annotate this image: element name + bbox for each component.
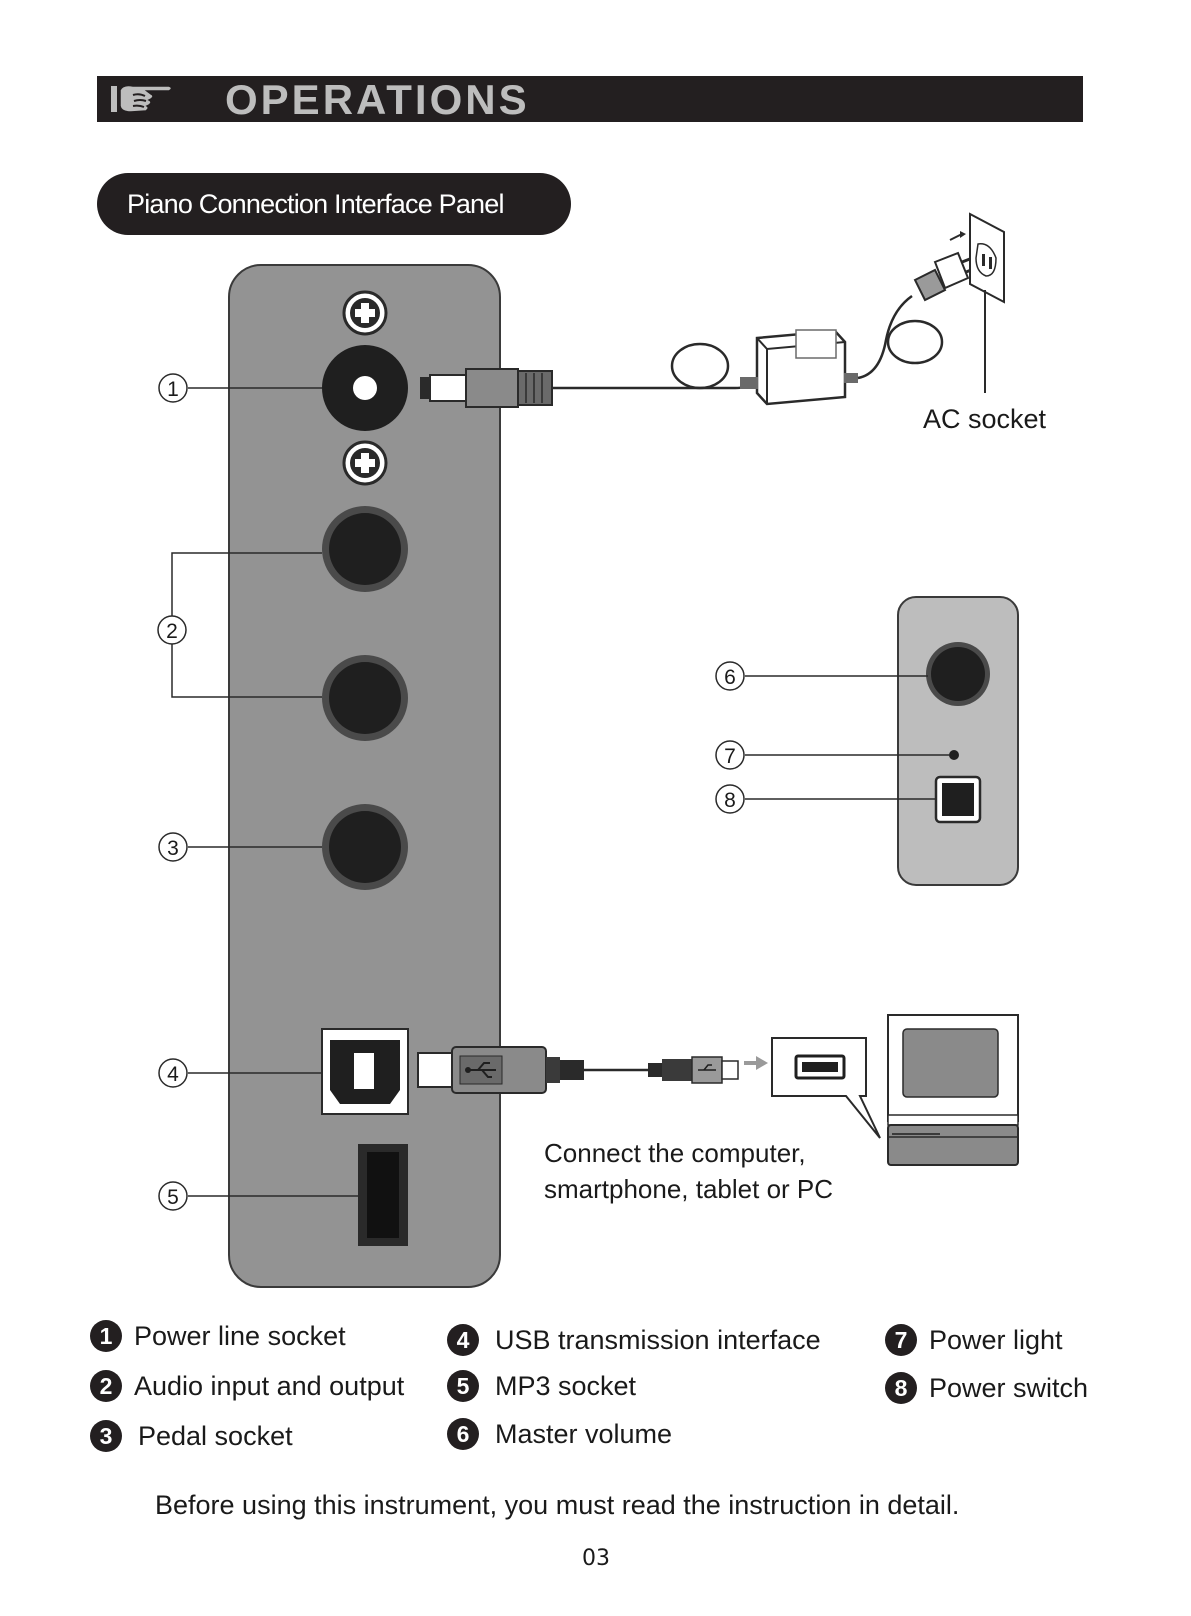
top-screw-icon <box>342 290 388 336</box>
svg-text:1: 1 <box>167 378 179 401</box>
audio-socket-lower <box>322 655 408 741</box>
callout-7: 7 <box>715 740 745 770</box>
power-light <box>949 750 959 760</box>
legend-number-badge: 8 <box>885 1372 917 1404</box>
pointing-hand-icon <box>111 84 173 113</box>
usb-a-plug <box>648 1056 739 1084</box>
legend-item: 3 Pedal socket <box>90 1418 293 1454</box>
side-panel-leader-lines <box>745 675 950 800</box>
legend-label: USB transmission interface <box>495 1324 821 1355</box>
legend-label: Power switch <box>929 1372 1089 1403</box>
legend-number-badge: 2 <box>90 1370 122 1402</box>
legend-number-badge: 5 <box>447 1370 479 1402</box>
svg-text:8: 8 <box>724 789 736 812</box>
legend-label: MP3 socket <box>495 1370 637 1401</box>
bottom-screw-icon <box>342 440 388 486</box>
callout-6: 6 <box>715 661 745 691</box>
instruction-note: Before using this instrument, you must r… <box>155 1490 960 1520</box>
page-number: 03 <box>582 1546 610 1571</box>
dc-power-plug <box>420 368 553 408</box>
svg-text:5: 5 <box>167 1186 179 1209</box>
svg-text:3: 3 <box>167 837 179 860</box>
section-title: Piano Connection Interface Panel <box>127 189 504 219</box>
power-switch <box>934 775 982 824</box>
svg-text:4: 4 <box>167 1063 179 1086</box>
legend-item: 2 Audio input and output <box>90 1368 404 1404</box>
legend-item: 6 Master volume <box>447 1416 672 1452</box>
wall-plug-icon <box>913 251 980 302</box>
ac-socket-label: AC socket <box>923 404 1047 434</box>
page-title: OPERATIONS <box>225 76 530 123</box>
power-cable <box>552 342 753 390</box>
master-volume-knob <box>926 642 990 706</box>
legend-number-badge: 6 <box>447 1418 479 1450</box>
legend-number-badge: 7 <box>885 1324 917 1356</box>
arrow-right-icon <box>744 1056 768 1070</box>
usb-b-port <box>321 1028 409 1115</box>
legend-label: Pedal socket <box>138 1420 293 1451</box>
pedal-socket <box>322 804 408 890</box>
legend-item: 5 MP3 socket <box>447 1368 636 1404</box>
svg-text:6: 6 <box>724 666 736 689</box>
legend-item: 4 USB transmission interface <box>447 1322 821 1358</box>
legend-label: Power light <box>929 1324 1063 1355</box>
computer-icon <box>887 1014 1019 1166</box>
section-header-bar: OPERATIONS <box>97 76 1083 123</box>
wall-outlet-icon <box>949 212 1005 304</box>
mp3-socket <box>358 1144 408 1246</box>
section-title-pill: Piano Connection Interface Panel <box>97 173 571 235</box>
legend-label: Power line socket <box>134 1320 346 1351</box>
callout-1: 1 <box>158 373 188 403</box>
callout-5: 5 <box>158 1181 188 1211</box>
svg-text:2: 2 <box>166 620 178 643</box>
main-interface-panel <box>228 264 501 1288</box>
legend-number-badge: 4 <box>447 1324 479 1356</box>
legend-item: 1 Power line socket <box>90 1318 346 1354</box>
computer-usb-port <box>771 1037 881 1139</box>
side-control-panel <box>897 596 1019 886</box>
audio-socket-upper <box>322 506 408 592</box>
wall-plug-cable <box>857 294 944 380</box>
legend-label: Master volume <box>495 1418 673 1449</box>
legend-number-badge: 3 <box>90 1420 122 1452</box>
legend-label: Audio input and output <box>134 1370 405 1401</box>
callout-3: 3 <box>158 832 188 862</box>
legend-item: 8 Power switch <box>885 1370 1088 1406</box>
power-adapter-icon <box>740 329 858 406</box>
legend-number-badge: 1 <box>90 1320 122 1352</box>
legend-item: 7 Power light <box>885 1322 1063 1358</box>
callout-2: 2 <box>157 615 187 645</box>
callout-8: 8 <box>715 784 745 814</box>
usb-b-plug <box>417 1046 584 1094</box>
connect-device-note: Connect the computer, smartphone, tablet… <box>544 1138 834 1204</box>
svg-text:7: 7 <box>724 745 736 768</box>
callout-4: 4 <box>158 1058 188 1088</box>
